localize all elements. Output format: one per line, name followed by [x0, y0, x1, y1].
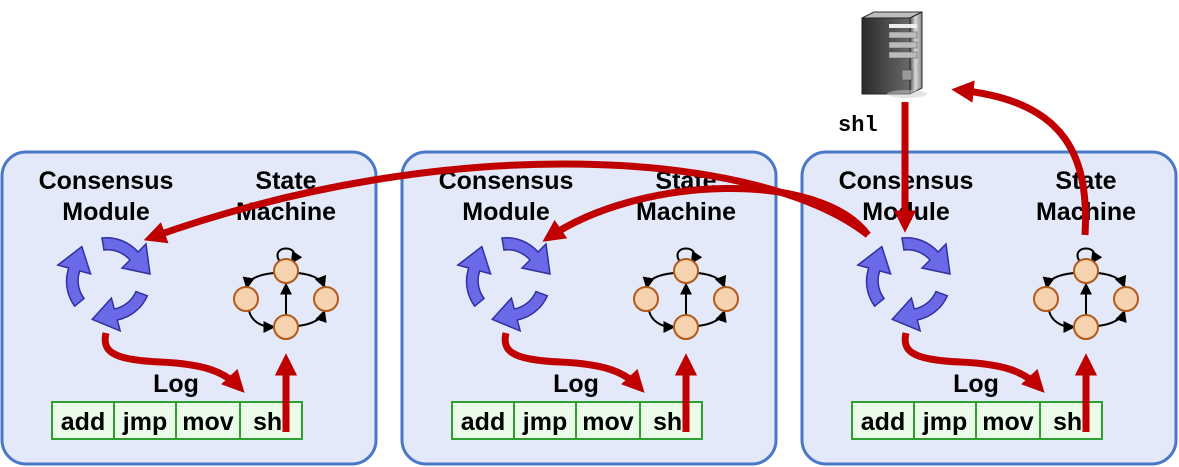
log-cell [851, 401, 915, 440]
log-entry-jmp: jmp [522, 408, 567, 436]
log-entry-mov: mov [582, 408, 634, 436]
log-entry-jmp: jmp [122, 408, 167, 436]
consensus-cycle-icon [856, 237, 951, 333]
log-entry-add: add [61, 408, 105, 436]
consensus-module-label-line-1: Consensus [39, 167, 174, 195]
state-node-top [673, 258, 699, 284]
log-label: Log [953, 370, 999, 398]
state-node-bottom [1073, 314, 1099, 340]
log-entry-add: add [861, 408, 905, 436]
replication-arrow-to-server-2 [542, 185, 871, 242]
state-node-left [233, 286, 259, 312]
state-node-right [313, 286, 339, 312]
client-command-label: shl [838, 113, 878, 138]
append-to-log-arrow [901, 332, 1045, 393]
log-label: Log [553, 370, 599, 398]
log-entry-mov: mov [982, 408, 1034, 436]
append-to-log-arrow [501, 332, 645, 393]
replication-arrow-to-server-1 [143, 160, 871, 244]
state-machine-label-line-2: Machine [636, 198, 736, 226]
state-node-bottom [673, 314, 699, 340]
state-node-left [633, 286, 659, 312]
log-cell [975, 401, 1041, 440]
consensus-module-label-line-2: Module [62, 198, 150, 226]
log-label: Log [153, 370, 199, 398]
consensus-cycle-icon [56, 237, 151, 333]
log-cell [513, 401, 577, 440]
client-response-arrow [951, 80, 1090, 236]
log-entry-add: add [461, 408, 505, 436]
state-node-left [1033, 286, 1059, 312]
log-entry-jmp: jmp [922, 408, 967, 436]
state-node-top [273, 258, 299, 284]
log-cell [575, 401, 641, 440]
log-cell [639, 401, 703, 440]
state-machine-graph [633, 247, 739, 340]
log-cell [1039, 401, 1103, 440]
append-to-log-arrow [101, 332, 245, 393]
state-machine-graph [1033, 247, 1139, 340]
client-server-icon [861, 11, 927, 98]
consensus-module-label-line-2: Module [462, 198, 550, 226]
state-machine-graph [233, 247, 339, 340]
state-node-right [1113, 286, 1139, 312]
log-entry-mov: mov [182, 408, 234, 436]
consensus-cycle-icon [456, 237, 551, 333]
state-machine-label-line-2: Machine [236, 198, 336, 226]
log-cell [239, 401, 303, 440]
state-node-right [713, 286, 739, 312]
state-node-bottom [273, 314, 299, 340]
state-node-top [1073, 258, 1099, 284]
